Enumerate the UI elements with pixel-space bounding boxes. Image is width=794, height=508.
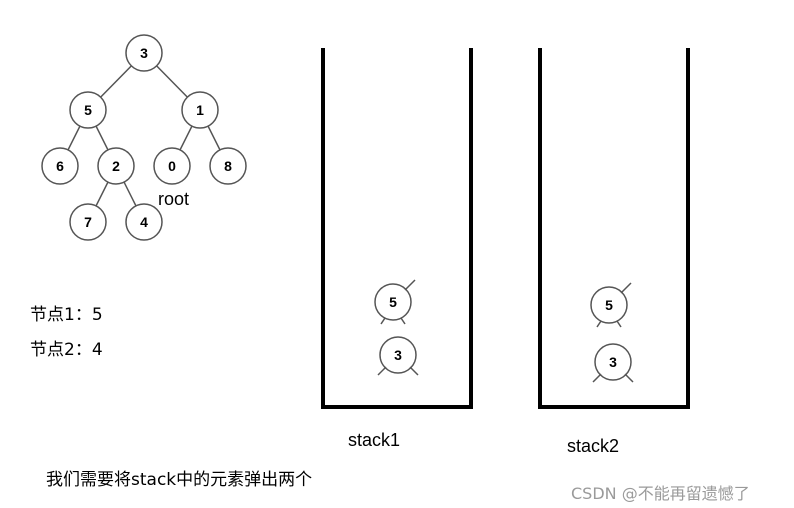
- tree-node: 2: [97, 147, 135, 185]
- stack-item-label: 3: [394, 347, 402, 363]
- root-label: root: [158, 189, 190, 209]
- tree-node-circle: [125, 34, 163, 72]
- tree-node: 8: [209, 147, 247, 185]
- stack2-label: stack2: [567, 436, 620, 456]
- tree-node-label: 1: [196, 102, 204, 118]
- watermark: CSDN @不能再留遗憾了: [571, 484, 750, 503]
- tree-node: 7: [69, 203, 107, 241]
- tree-node-circle: [209, 147, 247, 185]
- stack-item: 3: [377, 336, 419, 376]
- tree-node-circle: [125, 203, 163, 241]
- stack-item-label: 5: [605, 297, 613, 313]
- tree-node-circle: [69, 203, 107, 241]
- stack-item-label: 5: [389, 294, 397, 310]
- stack-item: 5: [374, 279, 416, 325]
- tree-node-circle: [69, 91, 107, 129]
- tree-node-label: 4: [140, 214, 148, 230]
- node1-info: 节点1：5: [30, 305, 103, 325]
- tree-node-label: 8: [224, 158, 232, 174]
- stack1-container: [321, 48, 473, 409]
- tree-node: 3: [125, 34, 163, 72]
- tree-node-label: 7: [84, 214, 92, 230]
- tree-node: 1: [181, 91, 219, 129]
- tree-node-label: 0: [168, 158, 176, 174]
- tree-node-label: 2: [112, 158, 120, 174]
- stack2-container: [538, 48, 690, 409]
- tree-node-label: 3: [140, 45, 148, 61]
- tree-node-label: 6: [56, 158, 64, 174]
- caption: 我们需要将stack中的元素弹出两个: [46, 470, 313, 490]
- tree-node-label: 5: [84, 102, 92, 118]
- tree-node: 6: [41, 147, 79, 185]
- tree-node-circle: [181, 91, 219, 129]
- tree-node: 0: [153, 147, 191, 185]
- stack-item-label: 3: [609, 354, 617, 370]
- node2-info: 节点2：4: [30, 340, 103, 360]
- tree-node-circle: [153, 147, 191, 185]
- tree-node-circle: [41, 147, 79, 185]
- stack-item: 3: [592, 343, 634, 383]
- stack1-label: stack1: [348, 430, 401, 450]
- tree-nodes: 3 5 1 6 2 0 8 7 4: [41, 34, 247, 241]
- stack-item: 5: [590, 282, 632, 328]
- tree-edges: [59, 52, 229, 223]
- tree-node: 5: [69, 91, 107, 129]
- stack-items: 5 3 5 3: [374, 279, 634, 383]
- tree-node-circle: [97, 147, 135, 185]
- tree-node: 4: [125, 203, 163, 241]
